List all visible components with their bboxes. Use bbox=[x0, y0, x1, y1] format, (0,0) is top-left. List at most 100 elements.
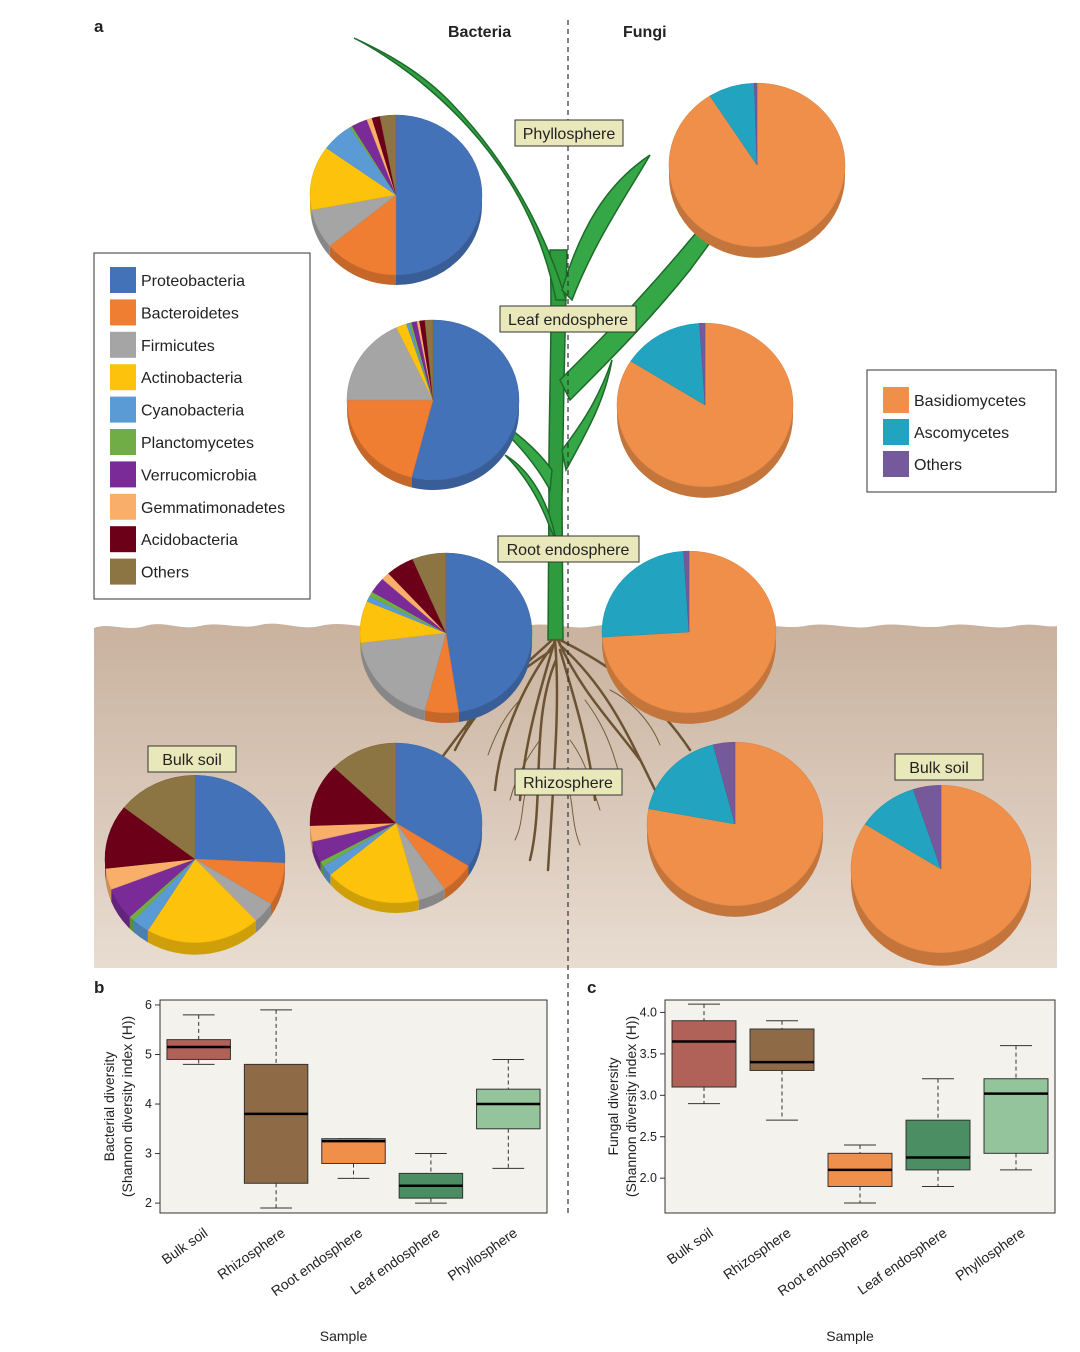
pie-slice-actinobacteria bbox=[147, 858, 257, 943]
y-tick-label: 5 bbox=[145, 1047, 152, 1061]
y-tick-label: 3.5 bbox=[640, 1047, 657, 1061]
pie-slice-proteobacteria bbox=[395, 114, 483, 276]
pie-side-cyanobacteria bbox=[323, 866, 331, 885]
svg-text:Leaf endosphere: Leaf endosphere bbox=[508, 312, 628, 329]
svg-text:Bulk soil: Bulk soil bbox=[162, 752, 222, 769]
legend-swatch-acidobacteria bbox=[110, 526, 136, 553]
pie-slice-ascomycetes bbox=[601, 550, 690, 638]
y-tick-label: 4 bbox=[145, 1097, 152, 1111]
pie-slice-others bbox=[333, 742, 397, 824]
habitat-label-rhizosphere: Rhizosphere bbox=[514, 768, 623, 796]
legend-swatch-bacteroidetes bbox=[110, 299, 136, 326]
pie-slice-firmicutes bbox=[360, 632, 447, 711]
pie-slice-proteobacteria bbox=[411, 319, 520, 481]
pie-slice-acidobacteria bbox=[104, 807, 196, 869]
legend-swatch-fungi-ascomycetes bbox=[883, 419, 909, 445]
legend-swatch-verrucomicrobia bbox=[110, 461, 136, 488]
svg-text:Bulk soil: Bulk soil bbox=[909, 760, 969, 777]
svg-text:Root endosphere: Root endosphere bbox=[507, 542, 630, 559]
fungi-pie-6 bbox=[616, 322, 794, 498]
habitat-label-root-endosphere: Root endosphere bbox=[497, 535, 640, 563]
box-root-endosphere bbox=[321, 1138, 386, 1179]
legend-label-fungi-basidiomycetes: Basidiomycetes bbox=[914, 393, 1026, 410]
legend-label-fungi-ascomycetes: Ascomycetes bbox=[914, 425, 1009, 442]
box-phyllosphere bbox=[476, 1058, 541, 1169]
x-category-label: Rhizosphere bbox=[720, 1224, 794, 1282]
habitat-label-bulk-soil-left: Bulk soil bbox=[147, 745, 237, 773]
pie-slice-others bbox=[424, 319, 434, 401]
habitat-label-bulk-soil-right: Bulk soil bbox=[894, 753, 984, 781]
y-tick-label: 4.0 bbox=[640, 1005, 657, 1019]
pie-side-actinobacteria bbox=[310, 195, 312, 220]
legend-label-planctomycetes: Planctomycetes bbox=[141, 435, 254, 452]
legend-label-others: Others bbox=[141, 565, 189, 582]
fungi-pie-5 bbox=[668, 82, 846, 258]
pie-side-firmicutes bbox=[418, 888, 445, 911]
x-category-label: Phyllosphere bbox=[952, 1224, 1028, 1284]
pie-side-actinobacteria bbox=[330, 874, 419, 913]
svg-text:Phyllosphere: Phyllosphere bbox=[523, 126, 616, 143]
bacteria-pie-1 bbox=[346, 319, 520, 490]
pie-side-bacteroidetes bbox=[270, 863, 285, 916]
pie-slice-others bbox=[412, 552, 447, 634]
header-fungi: Fungi bbox=[623, 24, 667, 41]
pie-slice-acidobacteria bbox=[309, 767, 397, 826]
pie-slice-proteobacteria bbox=[194, 775, 286, 864]
x-category-label: Bulk soil bbox=[664, 1224, 716, 1267]
pie-slice-others bbox=[912, 785, 942, 870]
pie-slice-firmicutes bbox=[346, 327, 434, 401]
y-axis-subtitle: (Shannon diversity index (H)) bbox=[623, 1016, 639, 1197]
y-tick-label: 2 bbox=[145, 1196, 152, 1210]
pie-slice-others bbox=[712, 741, 736, 825]
bacteria-pie-2 bbox=[359, 552, 533, 723]
box-bulk-soil bbox=[671, 1003, 737, 1105]
y-tick-label: 6 bbox=[145, 998, 152, 1012]
x-axis-title: Sample bbox=[826, 1328, 874, 1344]
header-bacteria: Bacteria bbox=[448, 24, 511, 41]
box-leaf-endosphere bbox=[905, 1078, 971, 1187]
pie-side-bacteroidetes bbox=[347, 400, 412, 488]
legend-swatch-fungi-others bbox=[883, 451, 909, 477]
pie-slice-others bbox=[699, 322, 706, 406]
pie-slice-others bbox=[683, 550, 690, 633]
pie-slice-actinobacteria bbox=[329, 822, 420, 904]
panel-label-c: c bbox=[587, 978, 596, 997]
box-root-endosphere bbox=[827, 1144, 893, 1204]
habitat-label-leaf-endosphere: Leaf endosphere bbox=[499, 305, 637, 333]
box-rhizosphere bbox=[749, 1020, 815, 1121]
y-axis-title: Fungal diversity bbox=[605, 1057, 621, 1155]
bacteria-pie-0 bbox=[309, 114, 483, 285]
box-leaf-endosphere bbox=[398, 1153, 464, 1204]
pie-side-cyanobacteria bbox=[133, 920, 148, 943]
box-bulk-soil bbox=[166, 1014, 231, 1065]
pie-side-actinobacteria bbox=[147, 920, 257, 955]
legend-label-cyanobacteria: Cyanobacteria bbox=[141, 403, 244, 420]
pie-charts bbox=[104, 82, 1032, 966]
pie-slice-ascomycetes bbox=[648, 744, 736, 825]
legend-swatch-planctomycetes bbox=[110, 429, 136, 455]
legend-swatch-firmicutes bbox=[110, 331, 136, 358]
bacteria-pie-4 bbox=[104, 775, 286, 955]
legend-swatch-fungi-basidiomycetes bbox=[883, 387, 909, 413]
box-rhizosphere bbox=[243, 1009, 309, 1209]
pie-slice-ascomycetes bbox=[630, 323, 706, 406]
pie-side-proteobacteria bbox=[458, 633, 532, 723]
legend-swatch-cyanobacteria bbox=[110, 396, 136, 423]
panel-label-b: b bbox=[94, 978, 104, 997]
box-phyllosphere bbox=[983, 1045, 1049, 1171]
pie-side-proteobacteria bbox=[411, 400, 519, 490]
pie-side-proteobacteria bbox=[468, 823, 482, 877]
x-category-label: Rhizosphere bbox=[214, 1224, 288, 1282]
pie-slice-actinobacteria bbox=[309, 147, 397, 211]
panel-label-a: a bbox=[94, 17, 104, 36]
y-tick-label: 3 bbox=[145, 1147, 152, 1161]
pie-side-proteobacteria bbox=[396, 195, 482, 285]
pie-side-firmicutes bbox=[256, 903, 271, 933]
legend-swatch-proteobacteria bbox=[110, 267, 136, 293]
bacteria-pie-3 bbox=[309, 742, 483, 913]
pie-slice-bacteroidetes bbox=[346, 399, 434, 478]
pie-side-bacteroidetes bbox=[444, 866, 469, 899]
legend-swatch-gemmatimonadetes bbox=[110, 493, 136, 520]
legend-label-proteobacteria: Proteobacteria bbox=[141, 273, 245, 290]
